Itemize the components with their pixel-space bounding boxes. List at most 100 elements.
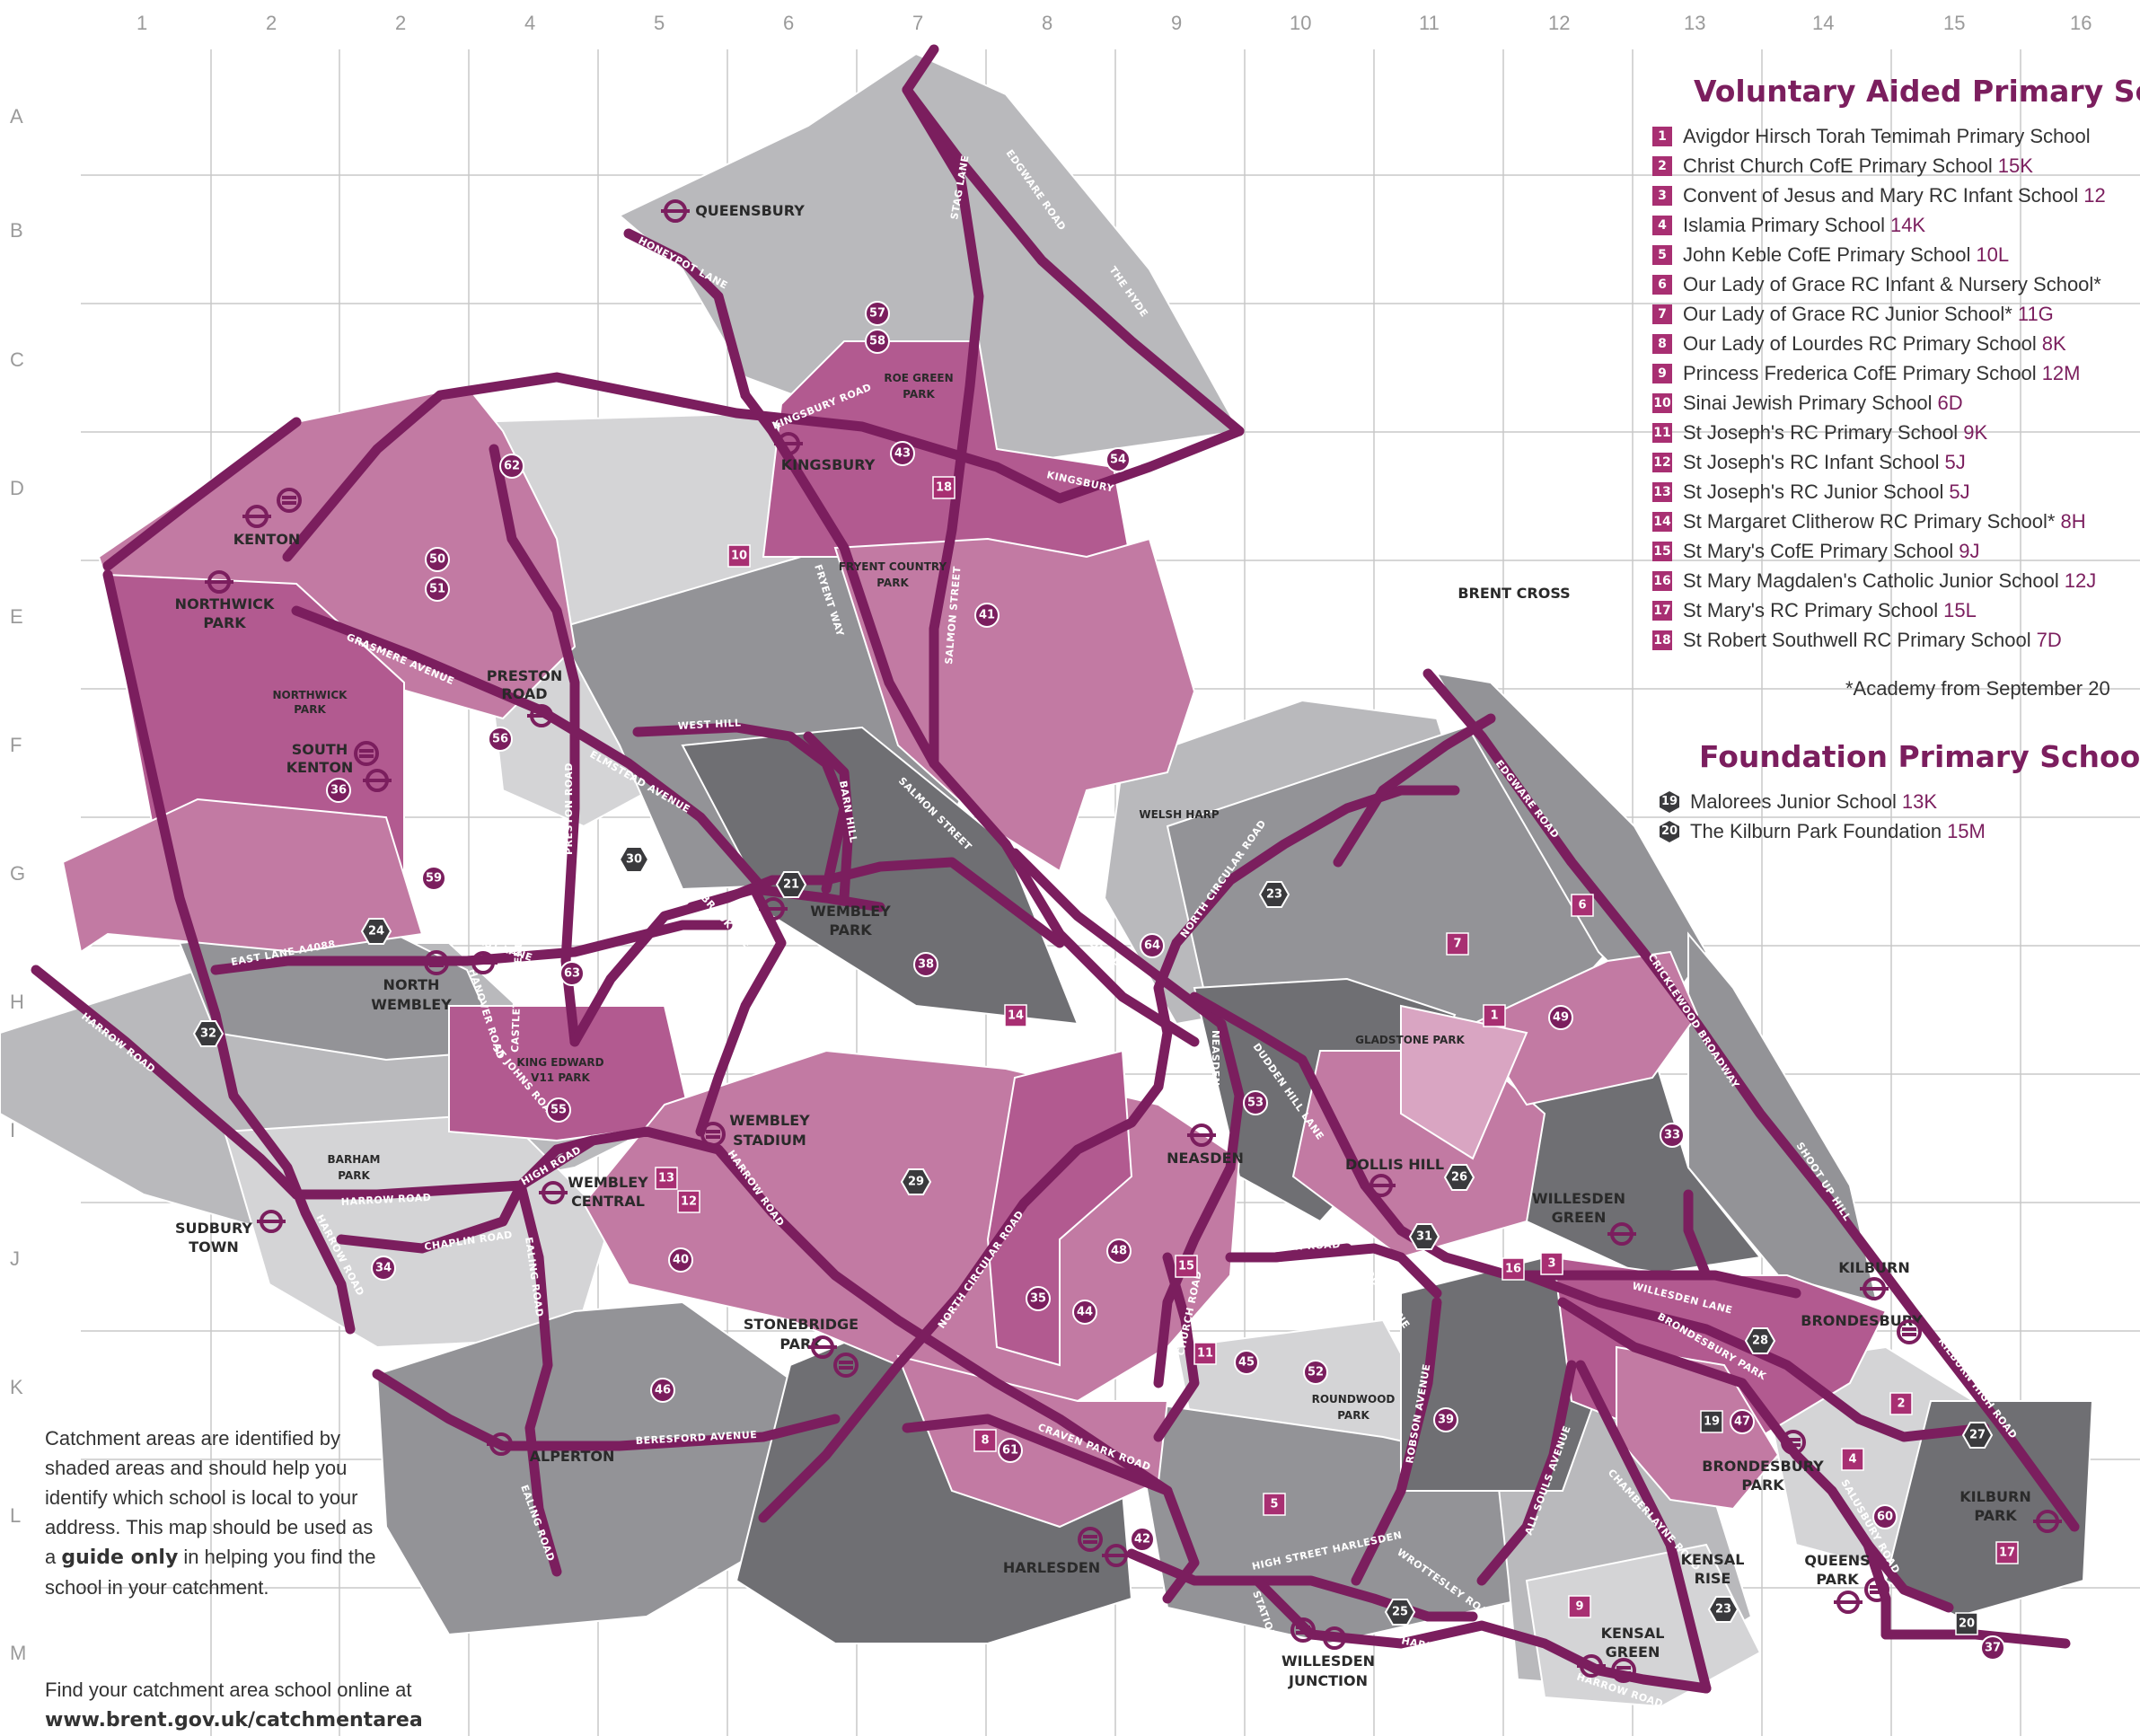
grid-ref: 8K — [2041, 332, 2066, 355]
col-label: 9 — [1171, 12, 1182, 34]
major-roads — [31, 44, 2080, 1694]
school-name: Islamia Primary School — [1683, 214, 1885, 236]
underground-icon — [1834, 1591, 1863, 1614]
rail-icon — [424, 950, 449, 975]
underground-icon — [1607, 1222, 1636, 1246]
road-preston — [489, 444, 580, 1047]
school-marker-va: 16 — [1502, 1257, 1525, 1281]
svg-text:17: 17 — [1999, 1547, 2015, 1560]
school-name: Malorees Junior School — [1690, 790, 1897, 813]
school-marker: 53 — [1243, 1090, 1268, 1115]
road-high-road — [515, 1135, 598, 1191]
svg-text:18: 18 — [936, 481, 952, 495]
voluntary-aided-title: Voluntary Aided Primary Scho — [1694, 74, 2140, 109]
rail-icon — [700, 1122, 726, 1147]
row-label: A — [10, 105, 23, 128]
svg-text:51: 51 — [429, 583, 445, 596]
school-markers-circle[interactable]: 57 58 43 54 62 50 51 41 56 36 59 63 38 6… — [326, 301, 2005, 1661]
svg-text:52: 52 — [1308, 1366, 1324, 1379]
underground-icon — [527, 704, 556, 727]
catchment-url[interactable]: www.brent.gov.uk/catchmentarea — [45, 1709, 423, 1732]
school-marker: 64 — [1140, 933, 1165, 958]
grid-column-labels: 1 2 2 4 5 6 7 8 9 10 11 12 13 14 15 16 — [137, 12, 2092, 34]
school-name: Sinai Jewish Primary School — [1683, 392, 1933, 414]
school-marker: 47 — [1730, 1409, 1755, 1434]
row-label: F — [10, 734, 22, 756]
school-number-badge: 5 — [1652, 244, 1672, 265]
school-marker: 48 — [1106, 1238, 1132, 1264]
road-label: HARROW ROAD — [1400, 1635, 1491, 1665]
road-stag-lane — [902, 84, 984, 769]
col-label: 13 — [1684, 12, 1705, 34]
grid-ref: 12 — [2083, 184, 2106, 207]
svg-text:20: 20 — [1959, 1617, 1975, 1631]
area-kilburn-east — [1687, 931, 1879, 1304]
school-markers-square[interactable]: 10 18 14 7 6 1 13 12 15 11 16 3 5 8 9 4 … — [655, 476, 2019, 1618]
road-label: CASTLETON AVENUE — [509, 932, 525, 1053]
school-number-badge: 16 — [1652, 570, 1672, 591]
svg-text:6: 6 — [1578, 899, 1586, 912]
underground-icon — [808, 1335, 837, 1359]
svg-text:35: 35 — [1030, 1292, 1046, 1306]
svg-text:12: 12 — [681, 1195, 697, 1209]
col-label: 4 — [524, 12, 535, 34]
school-marker-va: 14 — [1004, 1004, 1027, 1027]
school-marker: 55 — [546, 1097, 571, 1123]
road-chaplin — [336, 1180, 526, 1254]
road-honeypot — [623, 228, 751, 401]
road-high-street-harlesden — [1126, 1548, 1478, 1622]
road-willesden-lane — [1521, 1270, 1990, 1442]
rail-icon — [1897, 1319, 1922, 1344]
catchment-info: Catchment areas are identified by shaded… — [45, 1427, 376, 1599]
road-church-road — [1153, 1252, 1200, 1442]
road-willesden-west — [1683, 1189, 1712, 1281]
svg-text:26: 26 — [1451, 1171, 1467, 1185]
svg-text:49: 49 — [1553, 1011, 1569, 1025]
school-marker: 52 — [1303, 1360, 1328, 1385]
col-label: 15 — [1943, 12, 1965, 34]
road-salmon — [929, 758, 1200, 1047]
place-queensbury: QUEENSBURY — [695, 202, 805, 219]
grid-ref: 7D — [2036, 629, 2062, 651]
school-marker-va: 9 — [1568, 1595, 1591, 1618]
school-markers-hex[interactable]: 30 21 23 24 32 26 31 28 27 25 23 29 19 2… — [192, 846, 1994, 1635]
svg-text:30: 30 — [626, 853, 642, 867]
school-name: St Robert Southwell RC Primary School — [1683, 629, 2031, 651]
underground-icon — [242, 505, 271, 528]
grid-ref: 6D — [1937, 392, 1963, 414]
school-name: St Margaret Clitherow RC Primary School* — [1683, 510, 2056, 533]
svg-text:54: 54 — [1110, 454, 1126, 467]
school-marker-hex: 28 — [1744, 1327, 1776, 1354]
school-number-badge: 9 — [1652, 363, 1672, 383]
underground-icon — [1367, 1174, 1396, 1197]
road-north-circular — [758, 785, 1460, 1523]
row-label: D — [10, 477, 24, 499]
school-marker-hex: 31 — [1408, 1223, 1440, 1250]
svg-text:14: 14 — [1008, 1009, 1024, 1023]
